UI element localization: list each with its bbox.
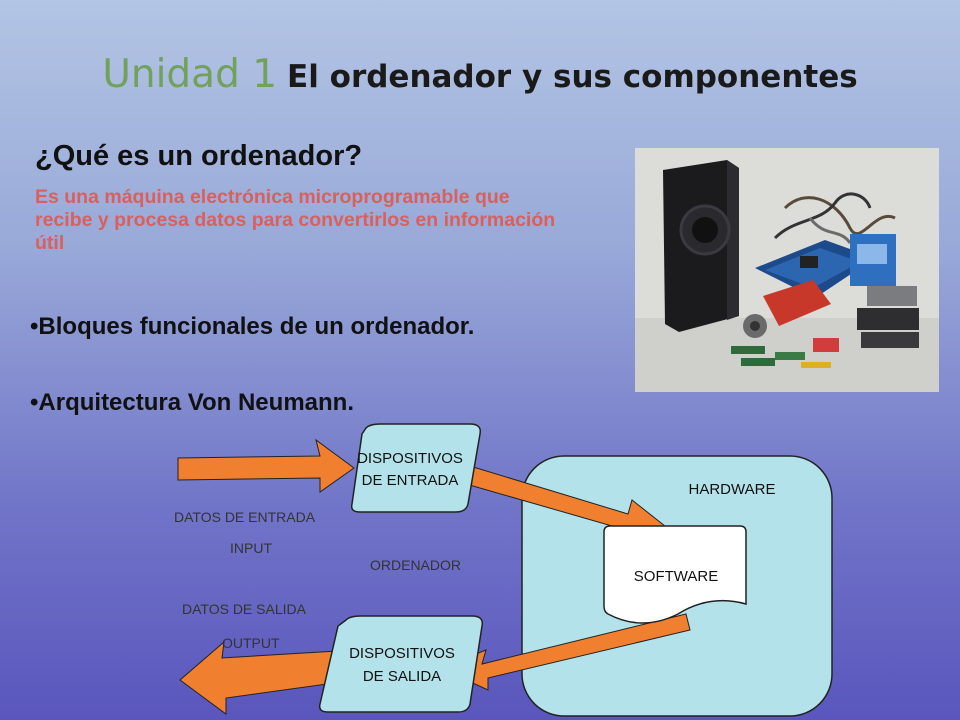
output-device-label-1: DISPOSITIVOS — [349, 645, 455, 662]
definition-text: Es una máquina electrónica microprograma… — [35, 186, 556, 254]
computer-parts-photo — [635, 148, 939, 392]
input-device-label-1: DISPOSITIVOS — [357, 450, 463, 467]
computer-parts-illustration — [635, 148, 939, 392]
hardware-label: HARDWARE — [689, 481, 776, 498]
software-label: SOFTWARE — [634, 568, 718, 585]
title-unit: Unidad 1 — [102, 52, 278, 97]
bullet-functional-blocks: •Bloques funcionales de un ordenador. — [30, 313, 475, 340]
software-box — [603, 525, 747, 624]
input-label: INPUT — [230, 540, 272, 556]
output-device-box — [318, 615, 484, 713]
output-label: OUTPUT — [222, 635, 280, 651]
input-device-label-2: DE ENTRADA — [362, 472, 459, 489]
ordenador-label: ORDENADOR — [370, 557, 461, 573]
output-device-label-2: DE SALIDA — [363, 668, 441, 685]
von-neumann-diagram: DISPOSITIVOS DE ENTRADA DISPOSITIVOS DE … — [174, 423, 833, 717]
bullet-von-neumann: •Arquitectura Von Neumann. — [30, 389, 354, 416]
datos-salida-label: DATOS DE SALIDA — [182, 601, 307, 617]
input-arrow — [177, 438, 355, 493]
question-heading: ¿Qué es un ordenador? — [35, 140, 363, 172]
title-main: El ordenador y sus componentes — [287, 59, 858, 95]
input-device-box — [350, 423, 482, 513]
datos-entrada-label: DATOS DE ENTRADA — [174, 509, 316, 525]
